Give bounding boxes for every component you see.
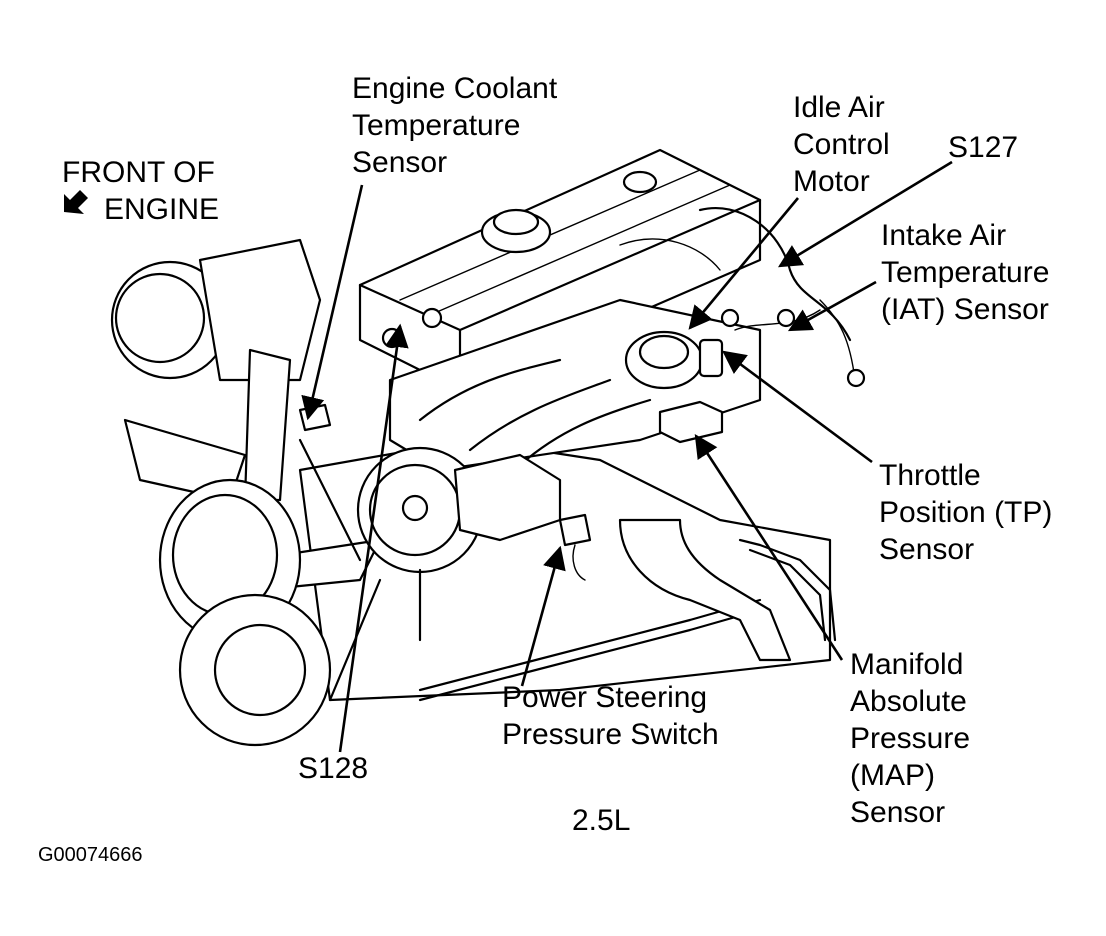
leader-lines	[301, 160, 953, 753]
iac-line1: Idle Air	[793, 91, 885, 124]
map-line2: Absolute	[850, 685, 967, 718]
tp-line1: Throttle	[879, 459, 981, 492]
map-line5: Sensor	[850, 796, 946, 829]
figure-id-label: G00074666	[38, 843, 143, 867]
s128-text: S128	[298, 752, 369, 785]
s127-label: S127	[948, 129, 1018, 166]
s127-text: S127	[948, 131, 1019, 164]
map-sensor-label: Manifold Absolute Pressure (MAP) Sensor	[850, 646, 970, 831]
s127-leader	[777, 160, 953, 268]
front-of-engine-label: FRONT OF ENGINE	[62, 154, 219, 228]
engine-size-text: 2.5L	[572, 804, 631, 837]
ps-line1: Power Steering	[502, 681, 708, 714]
front-arrow-icon	[64, 190, 88, 214]
coolant-sensor-shape	[298, 403, 332, 432]
engine-size-label: 2.5L	[572, 802, 630, 839]
iac-line2: Control	[793, 128, 890, 161]
figure-id-text: G00074666	[38, 844, 143, 866]
s128-leader	[338, 323, 409, 753]
iat-line2: Temperature	[881, 256, 1050, 289]
ps-switch-label: Power Steering Pressure Switch	[502, 679, 719, 753]
tp-line2: Position (TP)	[879, 496, 1053, 529]
tp-sensor-label: Throttle Position (TP) Sensor	[879, 457, 1052, 568]
ect-line1: Engine Coolant	[352, 72, 558, 105]
tp-leader	[722, 350, 873, 464]
ps-line2: Pressure Switch	[502, 718, 719, 751]
iac-leader	[688, 197, 799, 330]
ect-sensor-label: Engine Coolant Temperature Sensor	[352, 70, 557, 181]
map-line1: Manifold	[850, 648, 964, 681]
iat-line3: (IAT) Sensor	[881, 293, 1049, 326]
map-line4: (MAP)	[850, 759, 935, 792]
iac-line3: Motor	[793, 165, 870, 198]
ect-line2: Temperature	[352, 109, 521, 142]
ps-leader	[520, 545, 566, 687]
iat-line1: Intake Air	[881, 219, 1007, 252]
ect-leader	[301, 184, 364, 421]
tp-line3: Sensor	[879, 533, 975, 566]
iat-leader	[787, 280, 877, 332]
engine-illustration	[110, 148, 866, 747]
s128-label: S128	[298, 750, 368, 787]
ps-pressure-switch-shape	[558, 513, 592, 547]
iat-sensor-label: Intake Air Temperature (IAT) Sensor	[881, 217, 1049, 328]
air-inlet-elbow	[618, 518, 792, 662]
front-of-engine-line1: FRONT OF	[62, 156, 215, 189]
map-line3: Pressure	[850, 722, 971, 755]
map-sensor-shape	[658, 400, 724, 444]
map-leader	[694, 434, 844, 661]
front-of-engine-line2: ENGINE	[104, 193, 220, 226]
ect-line3: Sensor	[352, 146, 448, 179]
iac-motor-label: Idle Air Control Motor	[793, 89, 890, 200]
